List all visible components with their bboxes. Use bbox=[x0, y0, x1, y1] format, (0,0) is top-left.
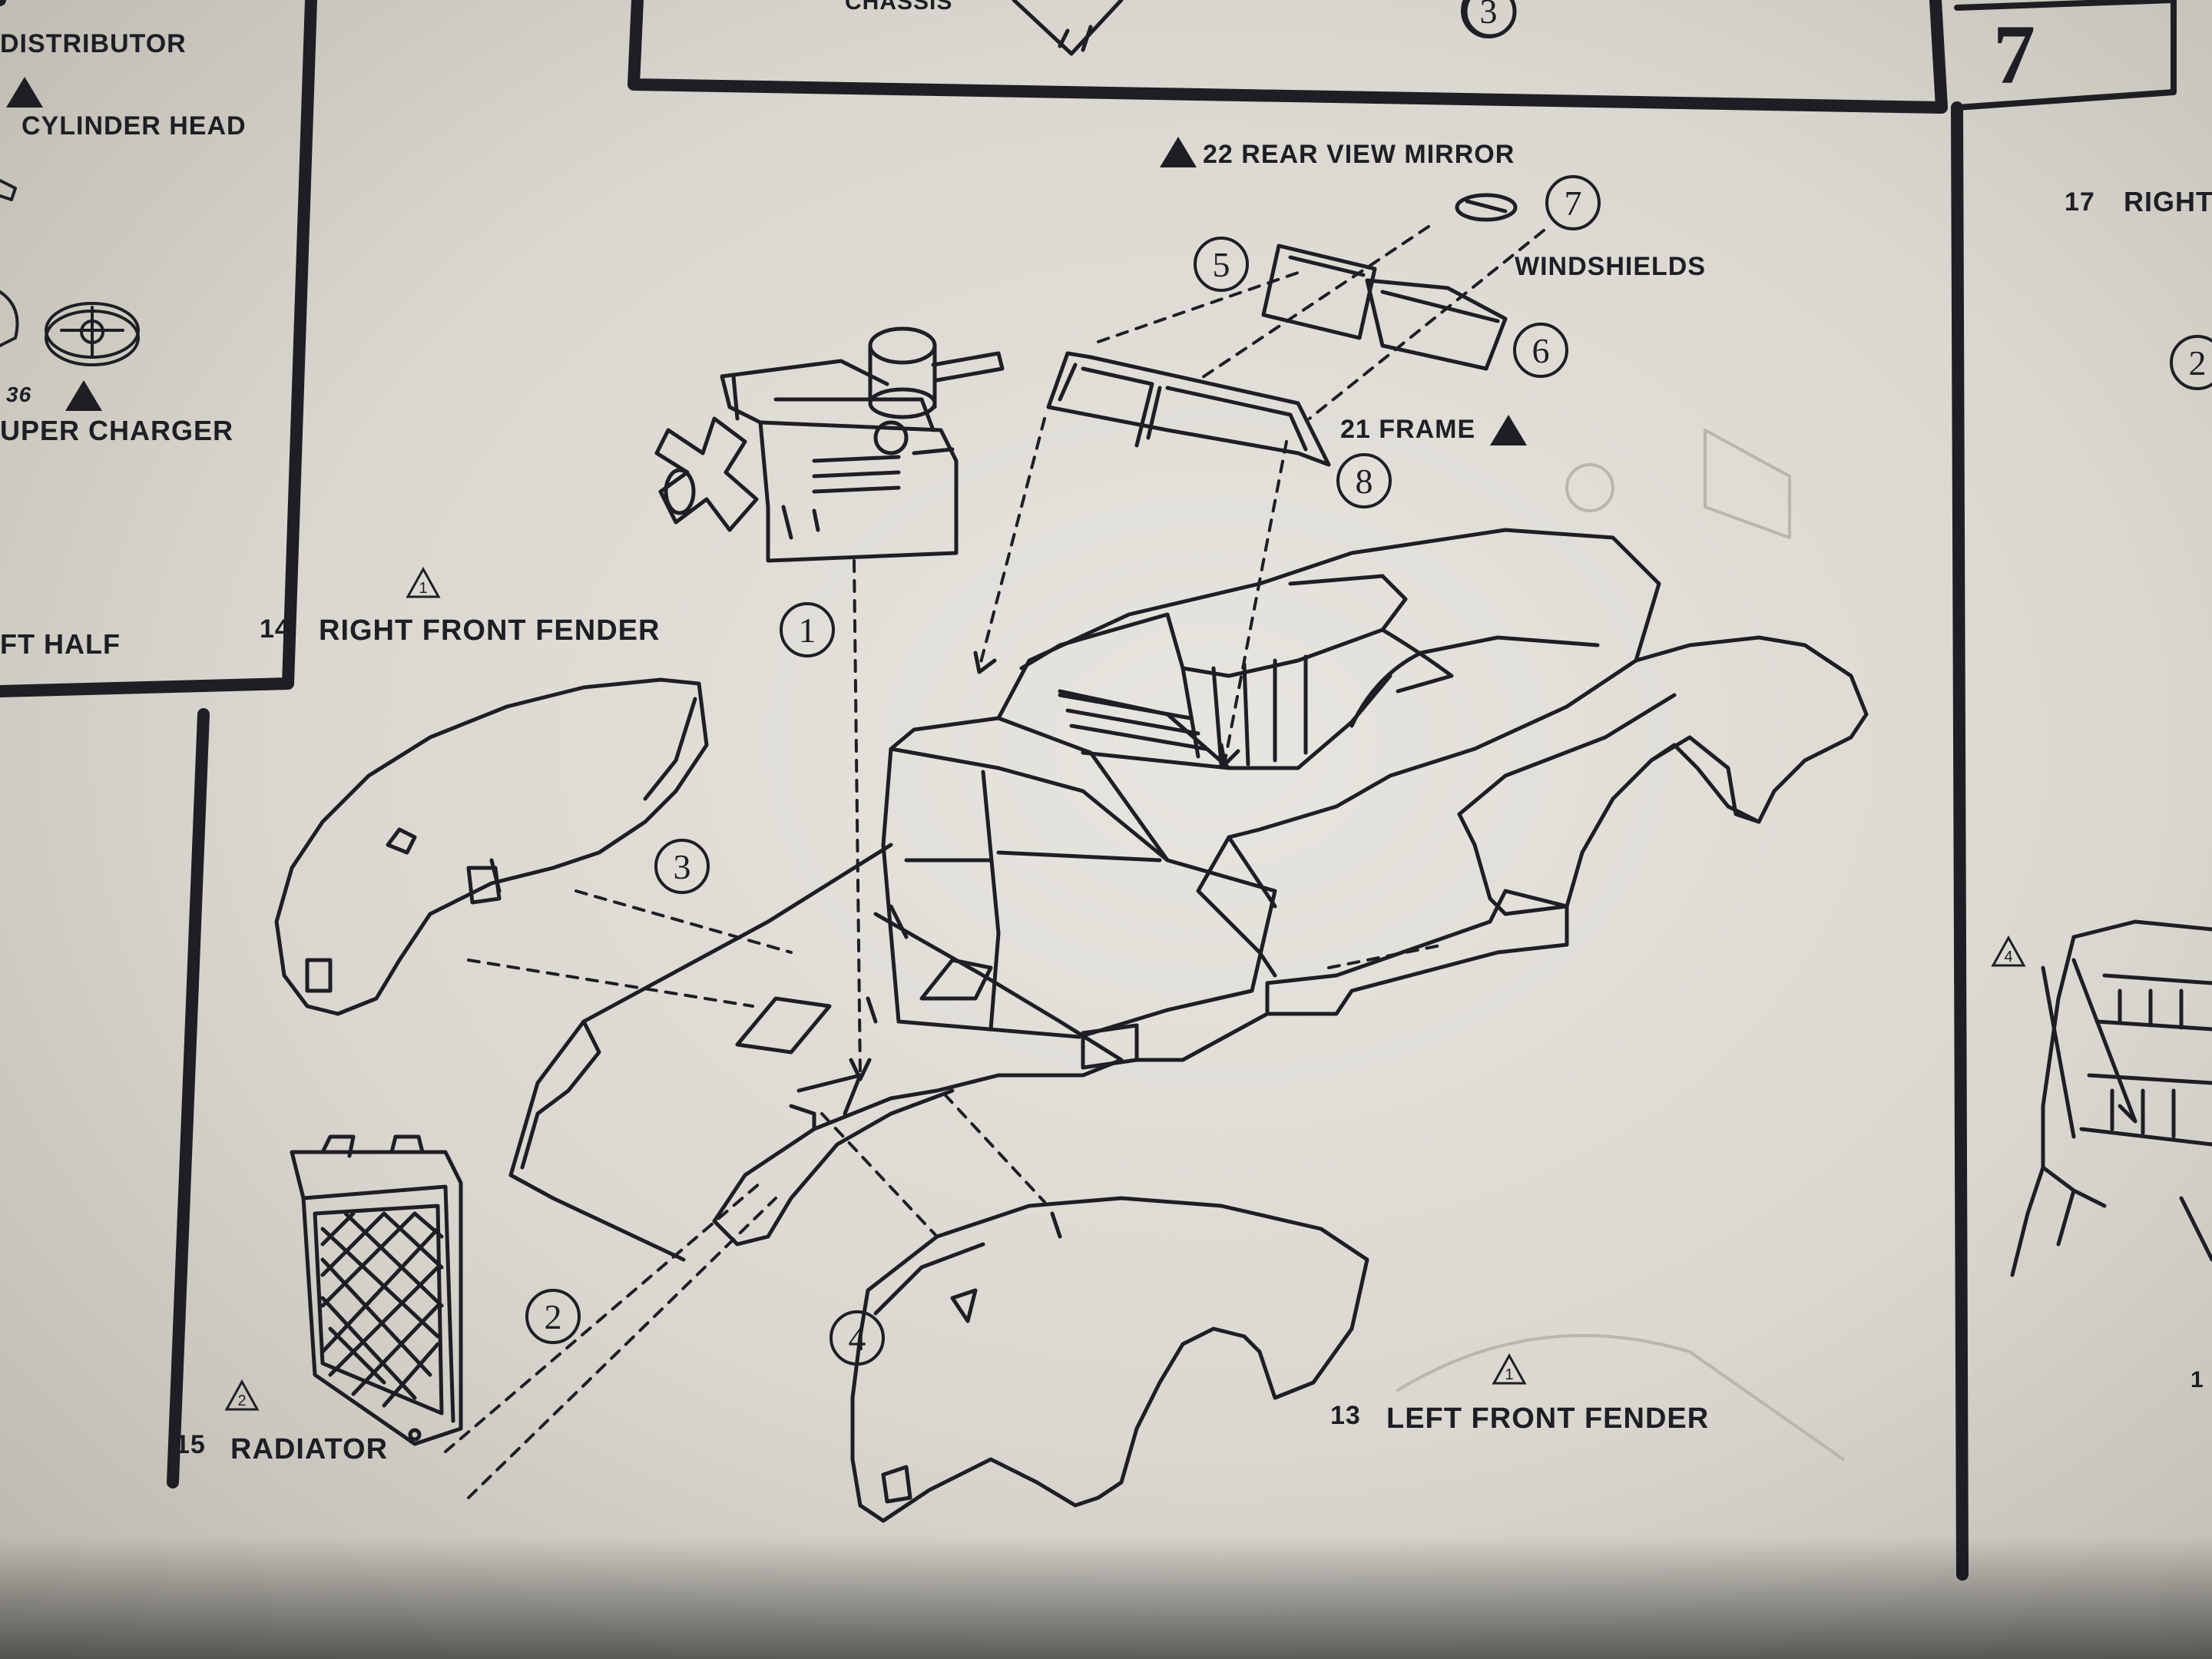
engine-drawing bbox=[654, 326, 1005, 563]
arrow-heads bbox=[849, 651, 2137, 1139]
distributor-label: DISTRIBUTOR bbox=[0, 29, 187, 58]
left-front-fender-label: LEFT FRONT FENDER bbox=[1386, 1402, 1710, 1435]
super-charger-drawing bbox=[0, 290, 140, 366]
faint-showthrough bbox=[1396, 429, 1845, 1461]
right-panel-label: RIGHT bbox=[2124, 186, 2212, 217]
right-panel-bottom-number: 1 bbox=[2190, 1367, 2204, 1392]
cylinder-head-drawing bbox=[0, 179, 17, 201]
windshields-label: WINDSHIELDS bbox=[1515, 252, 1706, 281]
chassis-fragment bbox=[1012, 0, 1517, 56]
super-charger-label: UPER CHARGER bbox=[0, 415, 234, 446]
radiator-number: 15 bbox=[175, 1430, 206, 1459]
windshields-drawing bbox=[1261, 193, 1518, 371]
warning-icon bbox=[6, 77, 43, 108]
svg-text:2: 2 bbox=[237, 1392, 246, 1409]
step-box bbox=[1954, 0, 2177, 111]
callout-circle: 3 bbox=[654, 839, 710, 894]
callout-circle: 4 bbox=[830, 1310, 885, 1366]
right-front-fender-drawing bbox=[274, 677, 709, 1016]
svg-text:1: 1 bbox=[1505, 1366, 1513, 1383]
step-number: 7 bbox=[1993, 8, 2035, 101]
radiator-drawing bbox=[290, 1134, 463, 1446]
callout-circle: 7 bbox=[1545, 175, 1601, 230]
rear-view-mirror-label: 22 REAR VIEW MIRROR bbox=[1203, 140, 1515, 169]
left-front-fender-drawing bbox=[850, 1196, 1369, 1523]
callout-circle: 6 bbox=[1513, 323, 1568, 378]
right-panel-number: 17 bbox=[2065, 187, 2095, 217]
callout-circle: 5 bbox=[1194, 237, 1249, 292]
callout-circle: 2 bbox=[525, 1289, 581, 1344]
left-half-label: FT HALF bbox=[0, 628, 121, 660]
bottom-shadow bbox=[0, 1536, 2212, 1659]
assembly-lines bbox=[444, 225, 1545, 1499]
svg-text:4: 4 bbox=[2004, 949, 2012, 965]
warning-outline-icon: 4 bbox=[1991, 935, 2026, 967]
left-front-fender-number: 13 bbox=[1330, 1401, 1361, 1430]
warning-outline-icon: 2 bbox=[224, 1379, 260, 1411]
callout-circle: 8 bbox=[1336, 453, 1392, 508]
warning-icon bbox=[1490, 415, 1527, 445]
svg-text:1: 1 bbox=[419, 580, 427, 597]
chassis-label: CHASSIS bbox=[845, 0, 953, 15]
panel-borders bbox=[0, 0, 1969, 1581]
callout-circle: 1 bbox=[780, 602, 835, 657]
radiator-label: RADIATOR bbox=[230, 1433, 389, 1465]
warning-outline-icon: 1 bbox=[406, 567, 441, 598]
callout-circle: 3 bbox=[1461, 0, 1516, 38]
callout-circle: 2 bbox=[2170, 335, 2212, 390]
windshield-frame-drawing bbox=[1046, 351, 1331, 467]
cylinder-head-label: CYLINDER HEAD bbox=[22, 111, 247, 141]
super-charger-number: 36 bbox=[6, 382, 32, 406]
car-body-drawing bbox=[881, 528, 1869, 1039]
right-front-fender-label: RIGHT FRONT FENDER bbox=[319, 614, 661, 647]
frame-label: 21 FRAME bbox=[1340, 415, 1476, 444]
grille-drawing bbox=[2010, 919, 2212, 1277]
warning-outline-icon: 1 bbox=[1492, 1353, 1527, 1385]
warning-icon bbox=[1160, 137, 1197, 167]
right-front-fender-number: 14 bbox=[260, 614, 290, 644]
chassis-drawing bbox=[508, 843, 1569, 1262]
warning-icon bbox=[65, 380, 102, 411]
